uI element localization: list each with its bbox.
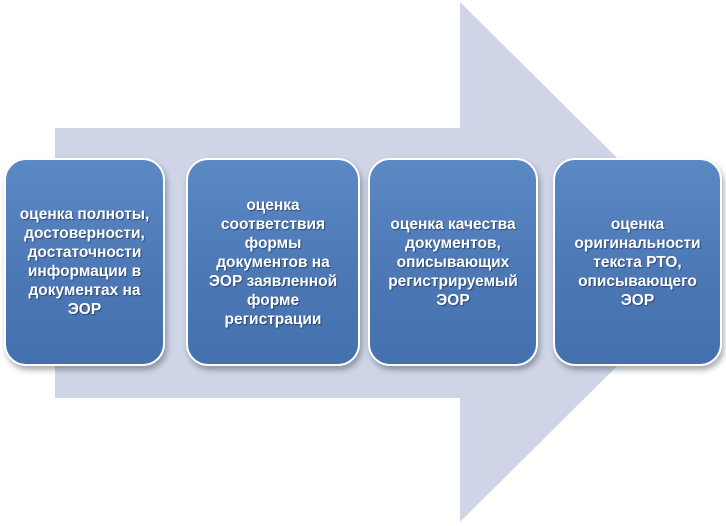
step-box-completeness: оценка полноты, достоверности, достаточн… [4, 158, 165, 366]
step-3-text: оценка качества документов, описывающих … [388, 215, 518, 309]
step-1-text: оценка полноты, достоверности, достаточн… [19, 206, 150, 318]
step-box-originality: оценка оригинальности текста РТО, описыв… [553, 158, 722, 366]
step-2-text: оценка соответствия формы документов на … [208, 196, 338, 328]
step-4-text: оценка оригинальности текста РТО, описыв… [574, 215, 701, 309]
step-box-document-quality: оценка качества документов, описывающих … [368, 158, 538, 366]
step-box-form-compliance: оценка соответствия формы документов на … [186, 158, 360, 366]
